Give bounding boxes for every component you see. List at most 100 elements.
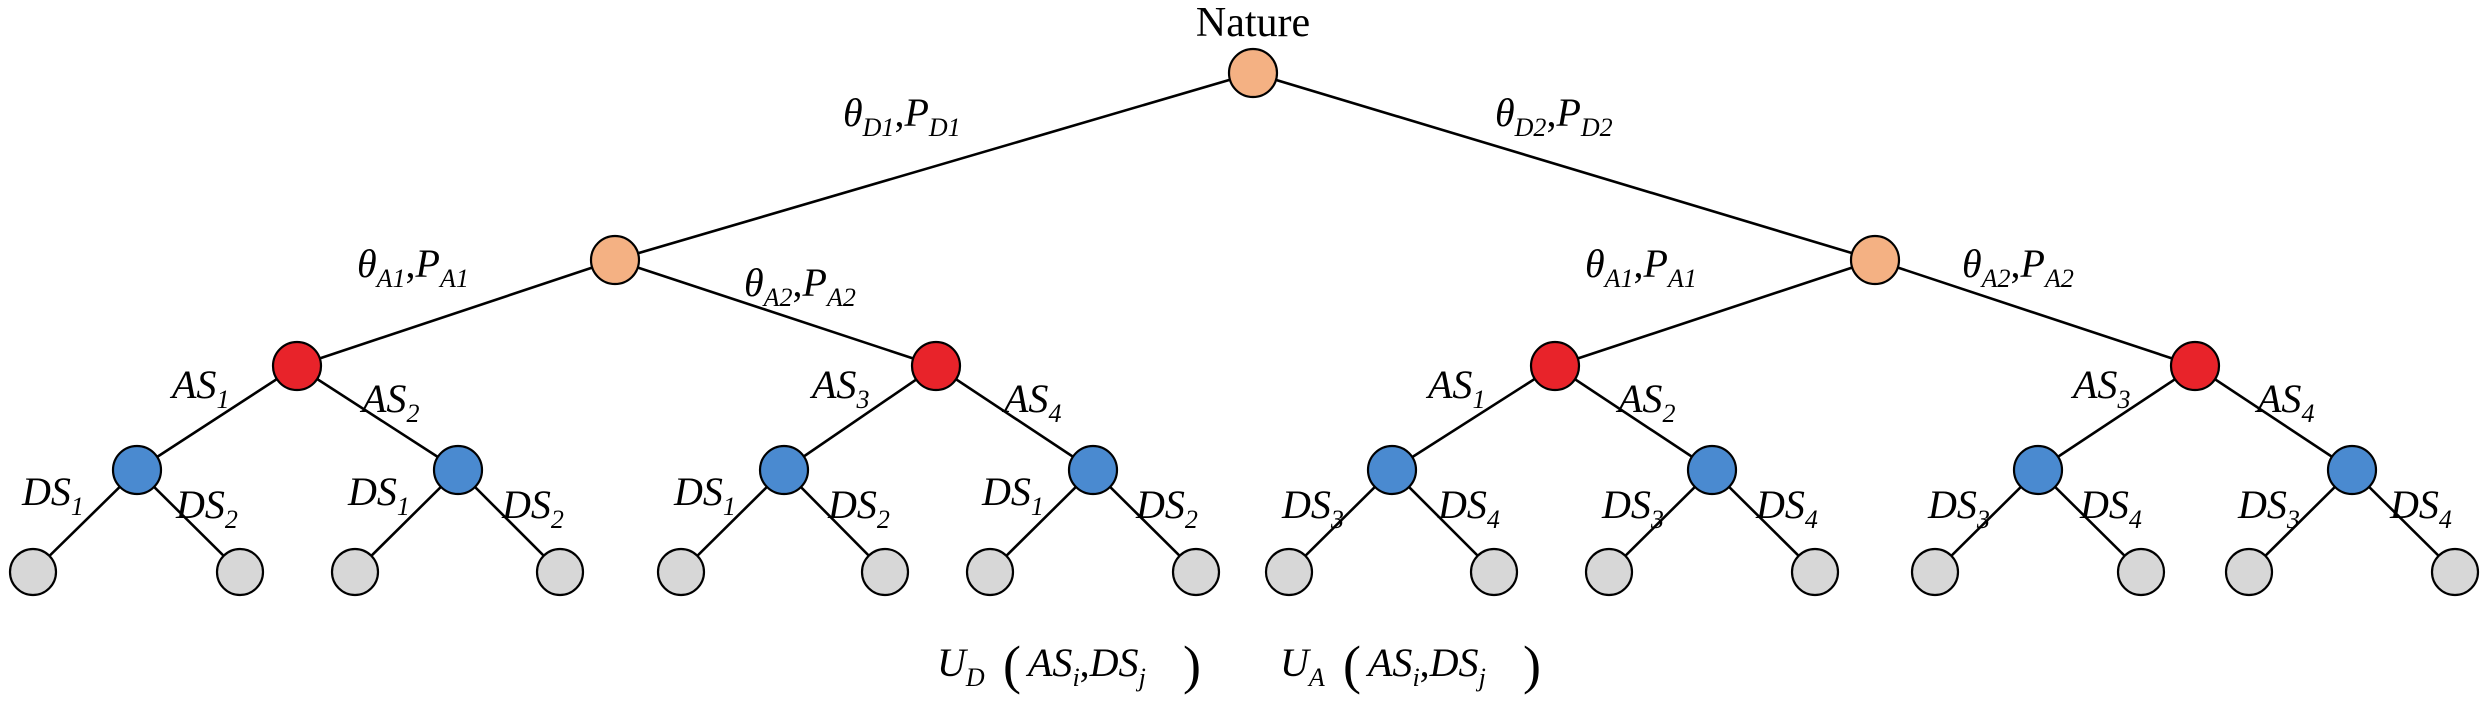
attacker-node — [271, 340, 323, 392]
attacker-strategy-label: AS1 — [169, 362, 229, 414]
defender-strategy-label: DS3 — [1281, 482, 1344, 534]
label-subscript: 1 — [723, 492, 736, 521]
as-symbol: AS — [1615, 376, 1662, 421]
label-subscript: 4 — [2301, 399, 2314, 428]
as-symbol: AS — [359, 376, 406, 421]
leaf-node — [965, 547, 1015, 597]
label-subscript: 1 — [1472, 385, 1485, 414]
defender-strategy-label: DS2 — [827, 482, 890, 534]
attacker-strategy-label: AS2 — [1615, 376, 1675, 428]
label-comma: , — [406, 241, 416, 286]
edge-nature-right — [1252, 71, 1876, 262]
defender-strategy-label: DS2 — [175, 482, 238, 534]
edge-label-theta-d2-p-d2: θD2,PD2 — [1495, 90, 1613, 142]
theta-symbol: θ — [1962, 241, 1982, 286]
defender-strategy-label: DS4 — [1755, 482, 1818, 534]
tree-edges — [32, 71, 2456, 573]
leaf-node — [1584, 547, 1634, 597]
defender-node — [111, 444, 163, 496]
label-subscript: A2 — [762, 283, 793, 312]
defender-strategy-label: DS3 — [1601, 482, 1664, 534]
label-subscript: 3 — [1330, 505, 1344, 534]
leaf-node — [8, 547, 58, 597]
as-symbol: AS — [2070, 362, 2117, 407]
label-subscript: A1 — [1603, 264, 1634, 293]
label-subscript: 3 — [855, 385, 869, 414]
edge-attacker-defender — [2037, 364, 2196, 472]
attacker-node — [1529, 340, 1581, 392]
defender-strategy-label: DS4 — [2389, 482, 2452, 534]
edge-attacker-defender — [935, 364, 1094, 472]
edge-label-theta-d1-p-d1: θD1,PD1 — [843, 90, 961, 142]
label-subscript: 3 — [1650, 505, 1664, 534]
edge-attacker-defender — [296, 364, 459, 472]
leaf-node — [1910, 547, 1960, 597]
utility-subscript: D — [965, 663, 985, 692]
label-subscript: A1 — [375, 264, 406, 293]
label-subscript: 1 — [71, 492, 84, 521]
defender-strategy-label: DS3 — [1927, 482, 1990, 534]
ds-symbol: DS — [1429, 640, 1479, 685]
u-symbol: U — [1280, 640, 1312, 685]
edge-nature-left — [614, 71, 1254, 262]
defender-node — [1067, 444, 1119, 496]
p-symbol: P — [1555, 90, 1580, 135]
nature-label: Nature — [1196, 0, 1310, 46]
label-subscript: 2 — [225, 505, 238, 534]
label-subscript: 2 — [551, 505, 564, 534]
utility-comma: , — [1080, 640, 1090, 685]
attacker-strategy-label: AS4 — [1001, 376, 1061, 428]
right-paren: ) — [1523, 635, 1541, 695]
utility-subscript: i — [1072, 663, 1079, 692]
label-subscript: 3 — [2286, 505, 2300, 534]
label-subscript: A2 — [1980, 264, 2011, 293]
as-symbol: AS — [809, 362, 856, 407]
utility-defender: UD ( ASi,DSj ) — [937, 635, 1201, 695]
defender-node — [2012, 444, 2064, 496]
edge-attacker-defender — [1554, 364, 1713, 472]
label-subscript: 3 — [1976, 505, 1990, 534]
label-subscript: 4 — [2439, 505, 2452, 534]
edge-attacker-defender — [136, 364, 298, 472]
defender-type-node — [589, 234, 641, 286]
defender-strategy-label: DS2 — [1135, 482, 1198, 534]
theta-symbol: θ — [744, 260, 764, 305]
ds-symbol: DS — [2079, 482, 2129, 527]
leaf-node — [1790, 547, 1840, 597]
ds-symbol: DS — [1281, 482, 1331, 527]
leaf-node — [1469, 547, 1519, 597]
ds-symbol: DS — [1927, 482, 1977, 527]
theta-symbol: θ — [1495, 90, 1515, 135]
edge-type-right-attacker2 — [1874, 258, 2196, 368]
label-subscript: D2 — [1514, 113, 1547, 142]
label-subscript: 1 — [1031, 492, 1044, 521]
leaf-node — [1264, 547, 1314, 597]
label-subscript: 4 — [1805, 505, 1818, 534]
edge-type-left-attacker1 — [296, 258, 616, 368]
utility-attacker-args: ASi,DSj — [1365, 640, 1486, 692]
defender-node — [758, 444, 810, 496]
leaf-node — [2224, 547, 2274, 597]
label-subscript: 2 — [1185, 505, 1198, 534]
leaf-node — [215, 547, 265, 597]
defender-node — [432, 444, 484, 496]
ds-symbol: DS — [673, 469, 723, 514]
theta-symbol: θ — [357, 241, 377, 286]
edge-attacker-defender — [2194, 364, 2353, 472]
label-subscript: 4 — [1487, 505, 1500, 534]
label-subscript: A2 — [825, 283, 856, 312]
ds-symbol: DS — [1135, 482, 1185, 527]
label-subscript: 4 — [2129, 505, 2142, 534]
defender-strategy-label: DS4 — [2079, 482, 2142, 534]
edge-type-left-attacker2 — [614, 258, 937, 368]
edge-label-theta-a2-p-a2: θA2,PA2 — [1962, 241, 2074, 293]
nature-node — [1227, 47, 1279, 99]
as-symbol: AS — [169, 362, 216, 407]
defender-strategy-label: DS1 — [347, 469, 410, 521]
leaf-node — [330, 547, 380, 597]
defender-node — [1686, 444, 1738, 496]
attacker-strategy-label: AS2 — [359, 376, 419, 428]
label-subscript: 4 — [1048, 399, 1061, 428]
edge-label-theta-a1-p-a1: θA1,PA1 — [1585, 241, 1697, 293]
